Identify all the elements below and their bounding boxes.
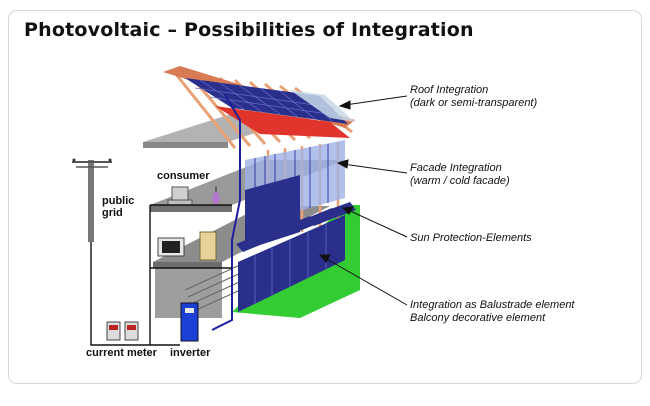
- callout-sun-protection-title: Sun Protection-Elements: [410, 232, 532, 244]
- callout-roof-integration: Roof Integration (dark or semi-transpare…: [410, 84, 537, 110]
- callout-balustrade-integration: Integration as Balustrade element Balcon…: [410, 299, 575, 325]
- callout-balustrade-subtitle: Balcony decorative element: [410, 312, 546, 324]
- current-meter-label: current meter: [86, 347, 157, 359]
- computer-appliance: [167, 186, 193, 206]
- utility-pole: [72, 158, 112, 242]
- callout-sun-protection: Sun Protection-Elements: [410, 232, 532, 245]
- callout-roof-subtitle: (dark or semi-transparent): [410, 97, 538, 109]
- balustrade-pv-panels: [238, 215, 345, 312]
- current-meter-1: [106, 321, 121, 341]
- callout-facade-title: Facade Integration: [410, 162, 502, 174]
- public-grid-label-line1: public: [102, 195, 135, 207]
- stairs: [184, 264, 250, 312]
- dc-wiring: [211, 94, 241, 331]
- page-title: Photovoltaic – Possibilities of Integrat…: [24, 19, 474, 41]
- roof-glass-panels: [290, 90, 355, 122]
- callout-roof-title: Roof Integration: [410, 84, 489, 96]
- current-meter-2: [124, 321, 139, 341]
- tv-appliance: [157, 237, 185, 257]
- lamp-appliance: [212, 186, 220, 204]
- inverter-label: inverter: [170, 347, 211, 359]
- roof-red-area: [215, 106, 350, 138]
- inverter-box: [180, 302, 199, 342]
- callout-arrows: [318, 95, 408, 306]
- public-grid-label-line2: grid: [102, 207, 123, 219]
- sun-protection-louvers: [236, 202, 356, 252]
- consumer-label: consumer: [157, 170, 210, 182]
- ac-wiring: [90, 204, 232, 346]
- callout-facade-subtitle: (warm / cold facade): [410, 175, 510, 187]
- callout-balustrade-title: Integration as Balustrade element: [410, 299, 575, 311]
- fridge-appliance: [199, 231, 217, 261]
- callout-facade-integration: Facade Integration (warm / cold facade): [410, 162, 510, 188]
